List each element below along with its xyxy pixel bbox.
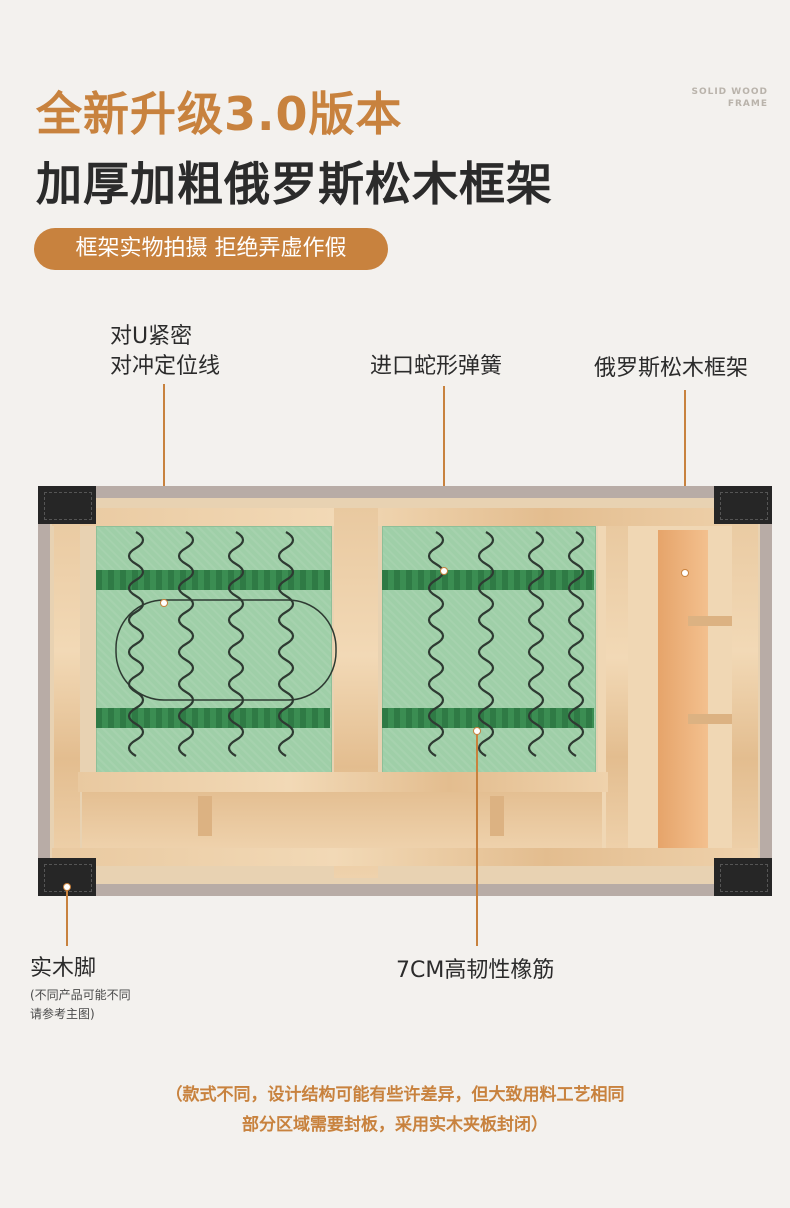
- corner-bracket-top-left: [38, 486, 96, 524]
- callout-u-line-2: 对冲定位线: [110, 354, 221, 379]
- marker-frame: [682, 570, 688, 576]
- callout-u-line: 对U紧密 对冲定位线: [110, 322, 220, 382]
- callout-foot-note-2: 请参考主图): [30, 1007, 95, 1021]
- end-compartment-post: [606, 526, 628, 856]
- right-spring-pad: [382, 526, 596, 776]
- serpentine-springs: [115, 531, 585, 757]
- footer-disclaimer-2: 部分区域需要封板，采用实木夹板封闭）: [242, 1115, 548, 1135]
- marker-band: [474, 728, 480, 734]
- marker-spring: [441, 568, 447, 574]
- corner-bracket-bottom-right: [714, 858, 772, 896]
- headline-upgrade: 全新升级3.0版本: [36, 87, 403, 141]
- lower-support-2: [490, 796, 504, 836]
- marker-u-line: [161, 600, 167, 606]
- bottom-rail: [52, 848, 758, 866]
- left-strap-top: [96, 570, 330, 590]
- callout-foot-note: (不同产品可能不同 请参考主图): [30, 986, 131, 1024]
- leader-frame: [684, 390, 686, 572]
- leader-foot: [66, 890, 68, 946]
- right-rail: [732, 508, 758, 866]
- callout-frame: 俄罗斯松木框架: [594, 356, 749, 381]
- end-compartment-board: [658, 530, 708, 856]
- corner-bracket-top-right: [714, 486, 772, 524]
- callout-band: 7CM高韧性橡筋: [396, 958, 555, 983]
- end-rib-1: [688, 616, 732, 626]
- headline-frame: 加厚加粗俄罗斯松木框架: [36, 157, 553, 211]
- top-rail: [52, 508, 758, 526]
- callout-spring: 进口蛇形弹簧: [370, 354, 503, 379]
- cross-rail-upper: [78, 772, 608, 792]
- footer-disclaimer-1: （款式不同，设计结构可能有些许差异，但大致用料工艺相同: [165, 1085, 625, 1105]
- callout-foot: 实木脚: [30, 956, 97, 981]
- callout-foot-note-1: (不同产品可能不同: [30, 988, 131, 1002]
- left-rail: [54, 508, 80, 866]
- callout-u-line-1: 对U紧密: [110, 324, 193, 349]
- lower-support-1: [198, 796, 212, 836]
- leader-band: [476, 734, 478, 946]
- solid-wood-tag: SOLID WOOD FRAME: [691, 86, 768, 110]
- left-strap-bottom: [96, 708, 330, 728]
- marker-foot: [64, 884, 70, 890]
- solid-wood-tag-line1: SOLID WOOD: [691, 87, 768, 97]
- real-photo-badge: 框架实物拍摄 拒绝弄虚作假: [34, 228, 388, 270]
- bed-frame-photo: [38, 486, 772, 896]
- end-rib-2: [688, 714, 732, 724]
- leader-spring: [443, 386, 445, 570]
- solid-wood-tag-line2: FRAME: [727, 99, 768, 109]
